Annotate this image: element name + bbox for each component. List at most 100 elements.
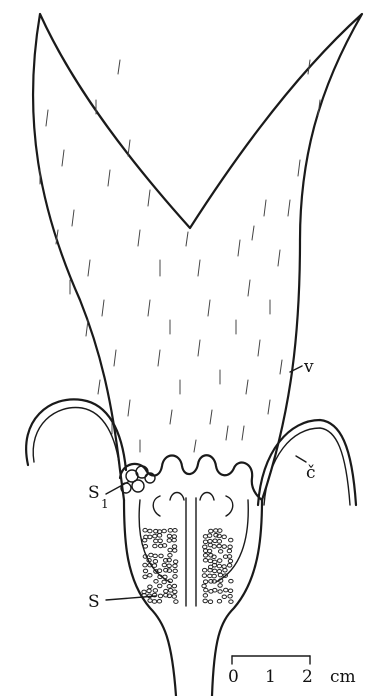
ovule — [222, 565, 226, 569]
ovule — [173, 564, 177, 568]
texture-stroke — [246, 380, 248, 394]
perianth-texture — [40, 60, 320, 452]
ovule — [158, 594, 162, 598]
ovule — [203, 553, 207, 557]
ovule — [162, 529, 166, 533]
texture-stroke — [226, 426, 228, 440]
texture-stroke — [194, 440, 196, 452]
ovule — [158, 584, 162, 588]
ovule — [217, 544, 221, 548]
ovule — [167, 564, 171, 568]
ovule — [172, 584, 176, 588]
ovule — [173, 569, 177, 573]
texture-stroke — [264, 200, 266, 216]
ovule — [167, 534, 171, 538]
ovule — [167, 585, 171, 589]
texture-stroke — [118, 60, 120, 74]
ovules — [142, 528, 233, 603]
ovule — [174, 600, 178, 604]
ovule — [143, 563, 147, 567]
ovule — [203, 545, 207, 549]
scale-tick-1: 1 — [265, 667, 276, 687]
label-v: v — [303, 357, 314, 377]
ovule — [217, 564, 221, 568]
texture-stroke — [208, 300, 210, 316]
ovule — [222, 545, 226, 549]
texture-stroke — [98, 380, 100, 394]
ovule — [218, 573, 222, 577]
ovule — [227, 549, 231, 553]
texture-stroke — [158, 350, 160, 366]
ovule — [224, 588, 228, 592]
ovule — [157, 599, 161, 603]
ovule — [202, 568, 206, 572]
ovule — [147, 589, 151, 593]
ovule — [173, 560, 177, 564]
ovule — [209, 529, 213, 533]
ovule — [204, 588, 208, 592]
ovule — [228, 594, 232, 598]
texture-stroke — [114, 350, 116, 366]
ovule — [153, 589, 157, 593]
ovule — [202, 574, 206, 578]
texture-stroke — [278, 250, 280, 266]
ovule — [202, 584, 206, 588]
ovule — [203, 580, 207, 584]
ovule — [222, 595, 226, 599]
ovule — [159, 554, 163, 558]
ovule — [217, 569, 221, 573]
ovary-outline — [124, 500, 262, 696]
ovule — [163, 575, 167, 579]
label-s: S — [88, 592, 100, 612]
texture-stroke — [198, 340, 200, 356]
left-sepal-inner — [33, 408, 120, 470]
ovule — [208, 539, 212, 543]
label-c: č — [306, 463, 316, 483]
ovule — [153, 544, 157, 548]
ovule — [212, 545, 216, 549]
texture-stroke — [268, 400, 270, 414]
texture-stroke — [258, 340, 260, 356]
ovule — [217, 540, 221, 544]
ovule — [173, 549, 177, 553]
scale-bar: 0 1 2 cm — [228, 656, 356, 687]
texture-stroke — [148, 300, 150, 316]
texture-stroke — [102, 300, 104, 316]
texture-stroke — [186, 232, 188, 246]
ovule — [213, 569, 217, 573]
ovule — [208, 600, 212, 604]
ovule — [227, 563, 231, 567]
ovule — [207, 534, 211, 538]
ovule — [148, 599, 152, 603]
texture-stroke — [88, 260, 90, 276]
ovule — [228, 545, 232, 549]
perianth-outline — [33, 14, 362, 500]
ovule — [218, 584, 222, 588]
ovule — [229, 538, 233, 542]
ovule — [223, 568, 227, 572]
ovule — [157, 534, 161, 538]
ovule — [153, 534, 157, 538]
scale-tick-2: 2 — [302, 667, 313, 687]
ovule — [167, 539, 171, 543]
ovule — [173, 575, 177, 579]
texture-stroke — [242, 426, 244, 440]
ovule — [148, 573, 152, 577]
ovule — [228, 559, 232, 563]
texture-stroke — [280, 360, 282, 374]
ovule — [148, 529, 152, 533]
ovule — [222, 535, 226, 539]
texture-stroke — [72, 210, 74, 226]
ovule — [203, 599, 207, 603]
ovule — [203, 558, 207, 562]
column-detail — [153, 493, 233, 517]
ovule — [149, 553, 153, 557]
texture-stroke — [238, 240, 240, 256]
ovule — [203, 540, 207, 544]
texture-stroke — [128, 400, 130, 416]
texture-stroke — [248, 280, 250, 296]
ovule — [218, 559, 222, 563]
ovule — [148, 585, 152, 589]
ovule — [143, 575, 147, 579]
